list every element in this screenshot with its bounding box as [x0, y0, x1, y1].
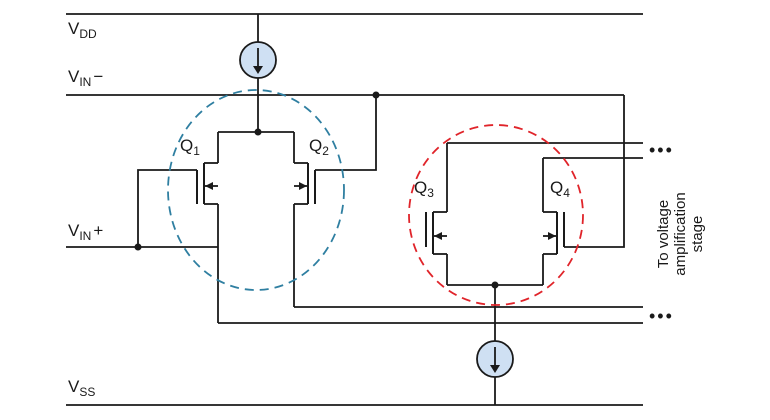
- node-dot-vin-plus: [134, 243, 142, 251]
- node-dot-vin-minus: [372, 91, 380, 99]
- bottom-continuation-dots: •••: [649, 306, 674, 326]
- top-continuation-dots: •••: [649, 140, 674, 160]
- output-label-line3: stage: [689, 216, 706, 253]
- q1-arrow-icon: [205, 182, 213, 190]
- q2-label: Q2: [309, 136, 329, 158]
- lower-arrow-head-icon: [490, 365, 500, 373]
- q3-arrow-icon: [434, 232, 442, 240]
- q2-arrow-icon: [299, 182, 307, 190]
- nmos-pair-outline: [408, 124, 584, 306]
- output-label-line1: To voltage: [655, 200, 672, 268]
- upper-arrow-head-icon: [253, 66, 263, 74]
- output-label-line2: amplification: [672, 192, 689, 275]
- q1-gate-wire: [137, 169, 197, 247]
- vdd-label: VDD: [68, 19, 97, 41]
- q4-label: Q4: [550, 178, 570, 200]
- vss-label: VSS: [68, 377, 95, 399]
- output-stage-label: To voltage amplification stage: [655, 192, 706, 275]
- q3-label: Q3: [414, 178, 434, 200]
- pmos-pair-outline: [167, 89, 345, 291]
- q2-gate-wire: [315, 95, 377, 171]
- vin-plus-label: VIN+: [68, 221, 103, 243]
- q4-arrow-icon: [548, 232, 556, 240]
- q1-label: Q1: [180, 136, 200, 158]
- q4-gate-wire: [564, 95, 625, 248]
- vin-minus-label: VIN−: [68, 67, 103, 89]
